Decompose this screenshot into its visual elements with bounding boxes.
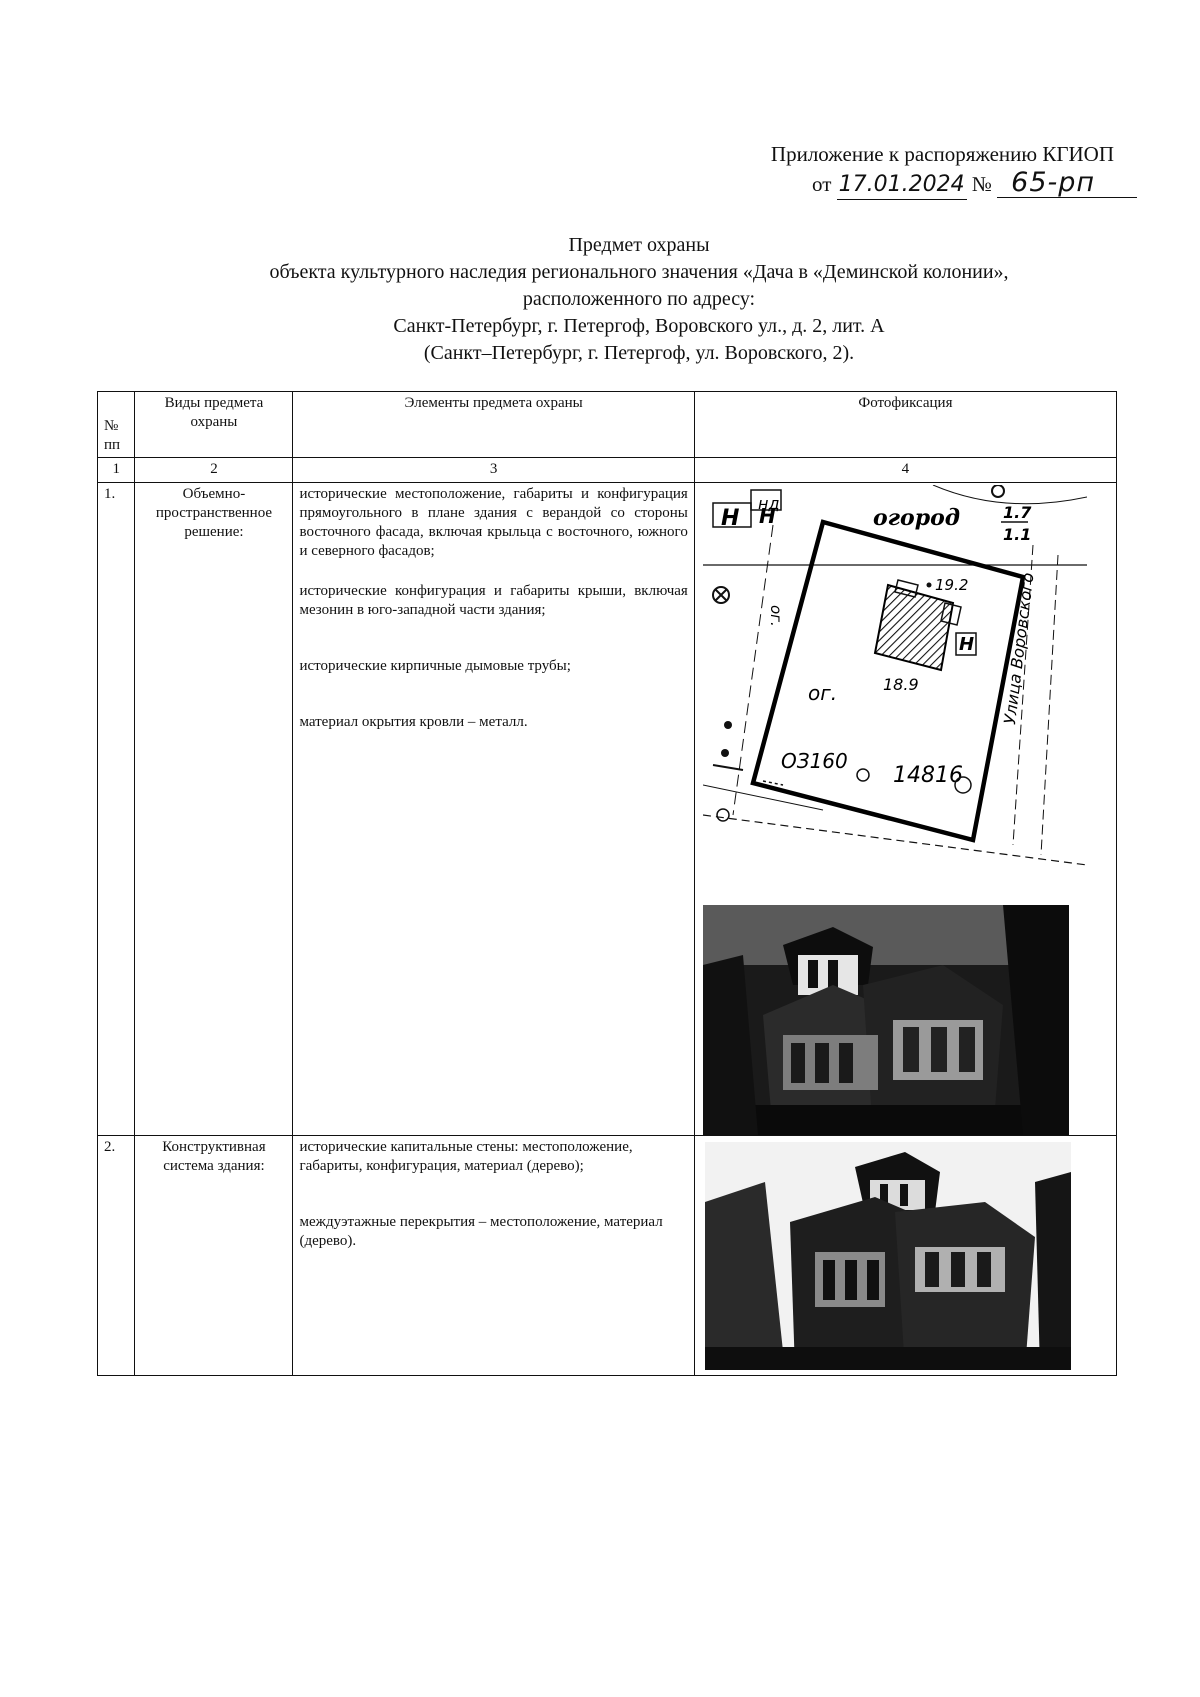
- title-line-3: расположенного по адресу:: [522, 288, 756, 310]
- row-kind: Конструктивная система здания:: [134, 1135, 294, 1376]
- element-text: междуэтажные перекрытия – местоположение…: [299, 1214, 663, 1249]
- map-label-h1: Н: [721, 506, 739, 531]
- map-label-h3: Н: [959, 634, 974, 655]
- annex-from: от: [812, 172, 832, 196]
- annex-number: 65-рп: [997, 169, 1138, 198]
- map-label-fraction-bottom: 1.1: [1003, 525, 1031, 544]
- map-label-number-a: 18.9: [883, 675, 919, 694]
- col-number-1: 1: [96, 457, 136, 483]
- map-label-h2: Н: [759, 504, 776, 528]
- header-no: № пп: [96, 391, 136, 458]
- col-number-4: 4: [693, 457, 1118, 483]
- column-number-row: 1 2 3 4: [96, 457, 1118, 483]
- element-text: исторические капитальные стены: местопол…: [299, 1139, 633, 1174]
- annex-header: Приложение к распоряжению КГИОП от 17.01…: [694, 140, 1138, 200]
- map-label-og: ог.: [808, 681, 837, 705]
- map-label-garden: огород: [873, 505, 960, 531]
- header-elements: Элементы предмета охраны: [292, 391, 695, 458]
- row-elements: исторические капитальные стены: местопол…: [292, 1135, 695, 1376]
- annex-title: Приложение к распоряжению КГИОП: [770, 142, 1114, 166]
- header-photo: Фотофиксация: [693, 391, 1118, 458]
- table-row: 1. Объемно-пространственное решение: ист…: [96, 482, 1118, 1136]
- facade-photo-1: [702, 905, 1069, 1135]
- annex-no-sign: №: [971, 172, 992, 196]
- document-title: Предмет охраны объекта культурного насле…: [0, 232, 1200, 367]
- col-number-2: 2: [134, 457, 294, 483]
- map-label-og-2: ог.: [767, 605, 785, 627]
- table-header-row: № пп Виды предмета охраны Элементы предм…: [96, 391, 1118, 458]
- row-elements: исторические местоположение, габариты и …: [292, 482, 695, 1136]
- title-line-1: Предмет охраны: [568, 234, 710, 256]
- element-text: исторические конфигурация и габариты кры…: [299, 583, 688, 618]
- element-text: материал окрытия кровли – металл.: [299, 714, 528, 730]
- map-label-elevation: 19.2: [935, 576, 968, 594]
- map-label-number-b: 14816: [893, 763, 963, 788]
- element-text: исторические кирпичные дымовые трубы;: [299, 658, 571, 674]
- title-line-4: Санкт-Петербург, г. Петергоф, Воровского…: [393, 315, 885, 337]
- header-kind: Виды предмета охраны: [134, 391, 294, 458]
- col-number-3: 3: [292, 457, 695, 483]
- title-line-2: объекта культурного наследия регионально…: [269, 261, 1009, 283]
- facade-photo-2: [704, 1142, 1071, 1370]
- row-no: 2.: [96, 1135, 136, 1376]
- row-kind: Объемно-пространственное решение:: [134, 482, 294, 1136]
- row-photo-cell: Н Н нд огород 1.7 1.1 19.2 о: [693, 482, 1118, 1136]
- protection-table: № пп Виды предмета охраны Элементы предм…: [96, 391, 1118, 1376]
- table-row: 2. Конструктивная система здания: истори…: [96, 1135, 1118, 1376]
- annex-date: 17.01.2024: [836, 171, 967, 200]
- title-line-5: (Санкт–Петербург, г. Петергоф, ул. Воров…: [423, 342, 855, 364]
- row-no: 1.: [96, 482, 136, 1136]
- element-text: исторические местоположение, габариты и …: [299, 486, 688, 559]
- annex-date-number: от 17.01.2024 № 65-рп: [812, 169, 1138, 200]
- map-label-number-c: ОЗ160: [781, 749, 848, 773]
- map-label-fraction-top: 1.7: [1003, 503, 1032, 522]
- site-plan-map: Н Н нд огород 1.7 1.1 19.2 о: [702, 485, 1087, 875]
- map-label-nd: нд: [758, 494, 780, 513]
- row-photo-cell: [693, 1135, 1118, 1376]
